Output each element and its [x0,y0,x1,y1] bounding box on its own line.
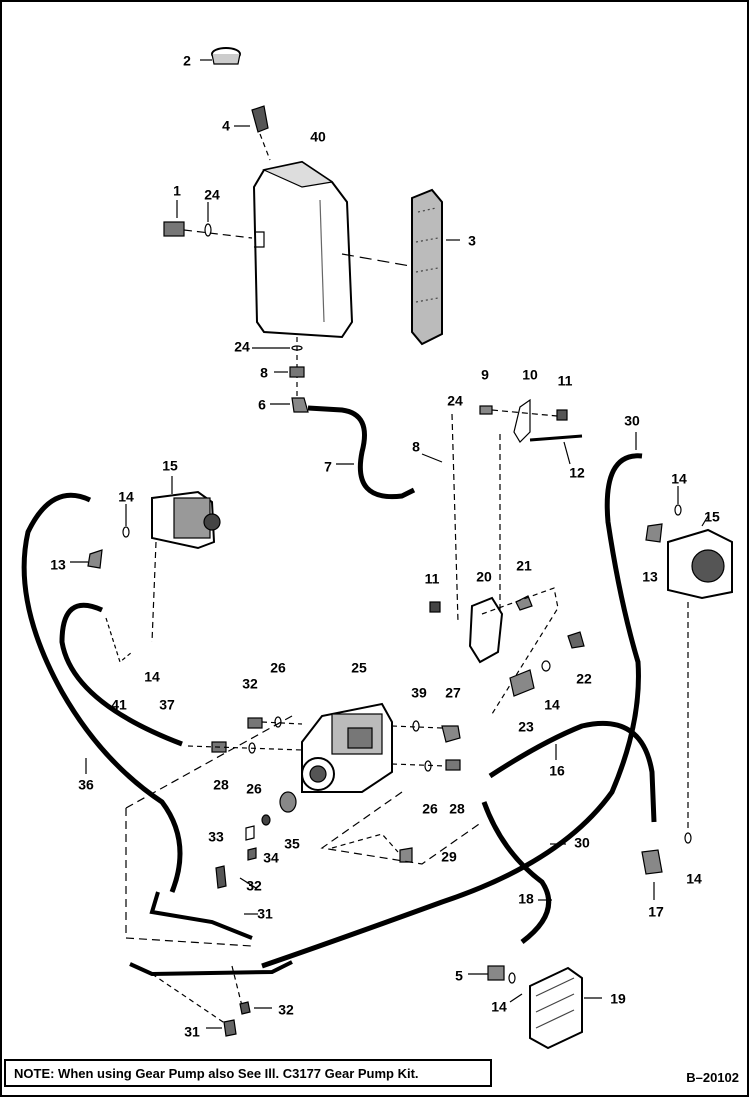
callout-c-26c: 26 [422,801,438,817]
callout-c-40: 40 [310,129,326,145]
hose-7 [307,405,416,500]
pump-fittings [187,716,461,889]
callout-c-29: 29 [441,849,457,865]
callout-c-28b: 28 [449,801,465,817]
callout-c-2: 2 [183,53,191,69]
callout-c-15a: 15 [162,458,178,474]
callout-c-19: 19 [610,991,626,1007]
callout-c-14a: 14 [118,489,134,505]
callout-c-5: 5 [455,968,463,984]
callout-c-34: 34 [263,850,279,866]
note-box: NOTE: When using Gear Pump also See Ill.… [4,1059,492,1087]
callout-c-11b: 11 [425,571,440,587]
callout-c-36: 36 [78,777,94,793]
reservoir-tank [252,160,354,339]
tube-31-upper [149,891,253,940]
hose-18 [481,801,552,944]
callout-c-14c: 14 [144,669,160,685]
callout-c-25: 25 [351,660,367,676]
callout-c-14b: 14 [671,471,687,487]
callout-c-11a: 11 [558,373,573,389]
breather-cap [200,47,241,65]
callout-c-39: 39 [411,685,427,701]
figure-reference: B–20102 [686,1070,739,1085]
callout-c-28a: 28 [213,777,229,793]
motor-right [667,515,733,600]
callout-c-12: 12 [569,465,585,481]
callout-c-24b: 24 [234,339,250,355]
callout-c-26a: 26 [270,660,286,676]
callout-c-9: 9 [481,367,489,383]
callout-c-22: 22 [576,671,592,687]
callout-c-4: 4 [222,118,230,134]
callout-c-7: 7 [324,459,332,475]
callout-c-20: 20 [476,569,492,585]
callout-c-33: 33 [208,829,224,845]
callout-c-21: 21 [516,558,532,574]
callout-c-30a: 30 [624,413,640,429]
callout-c-41: 41 [111,697,127,713]
strainer [234,105,271,161]
filter-element [341,188,460,346]
callout-c-14e: 14 [686,871,702,887]
callout-c-24a: 24 [204,187,220,203]
callout-c-35: 35 [284,836,300,852]
hydrostatic-pump [301,702,393,793]
callout-c-15b: 15 [704,509,720,525]
callout-c-24c: 24 [447,393,463,409]
control-valve [468,965,602,1050]
callout-c-23: 23 [518,719,534,735]
hose-16 [488,720,657,823]
callout-c-6: 6 [258,397,266,413]
callout-c-31b: 31 [184,1024,200,1040]
callout-c-14f: 14 [491,999,507,1015]
tank-outlet-fittings [252,337,309,413]
callout-c-18: 18 [518,891,534,907]
callout-c-14d: 14 [544,697,560,713]
bracket-hardware [479,398,583,632]
callout-c-13b: 13 [642,569,658,585]
callout-c-10: 10 [522,367,538,383]
callout-c-27: 27 [445,685,461,701]
callout-c-32c: 32 [278,1002,294,1018]
callout-c-8b: 8 [412,439,420,455]
relief-valve-parts [509,631,585,697]
motor-left [151,476,221,643]
callout-c-32a: 32 [242,676,258,692]
valve-block [429,587,559,715]
callout-c-26b: 26 [246,781,262,797]
callout-c-37: 37 [159,697,175,713]
hose-37 [59,602,183,747]
callout-c-13a: 13 [50,557,66,573]
callout-c-8a: 8 [260,365,268,381]
tube-31-lower [129,960,293,977]
callout-c-16: 16 [549,763,565,779]
callout-c-17: 17 [648,904,664,920]
callout-c-30b: 30 [574,835,590,851]
callout-c-1: 1 [173,183,181,199]
callout-c-32b: 32 [246,878,262,894]
callout-c-31a: 31 [257,906,273,922]
callout-c-3: 3 [468,233,476,249]
hose-36 [21,492,183,893]
sight-gauge-fitting [163,200,253,239]
hose-30 [261,453,643,969]
